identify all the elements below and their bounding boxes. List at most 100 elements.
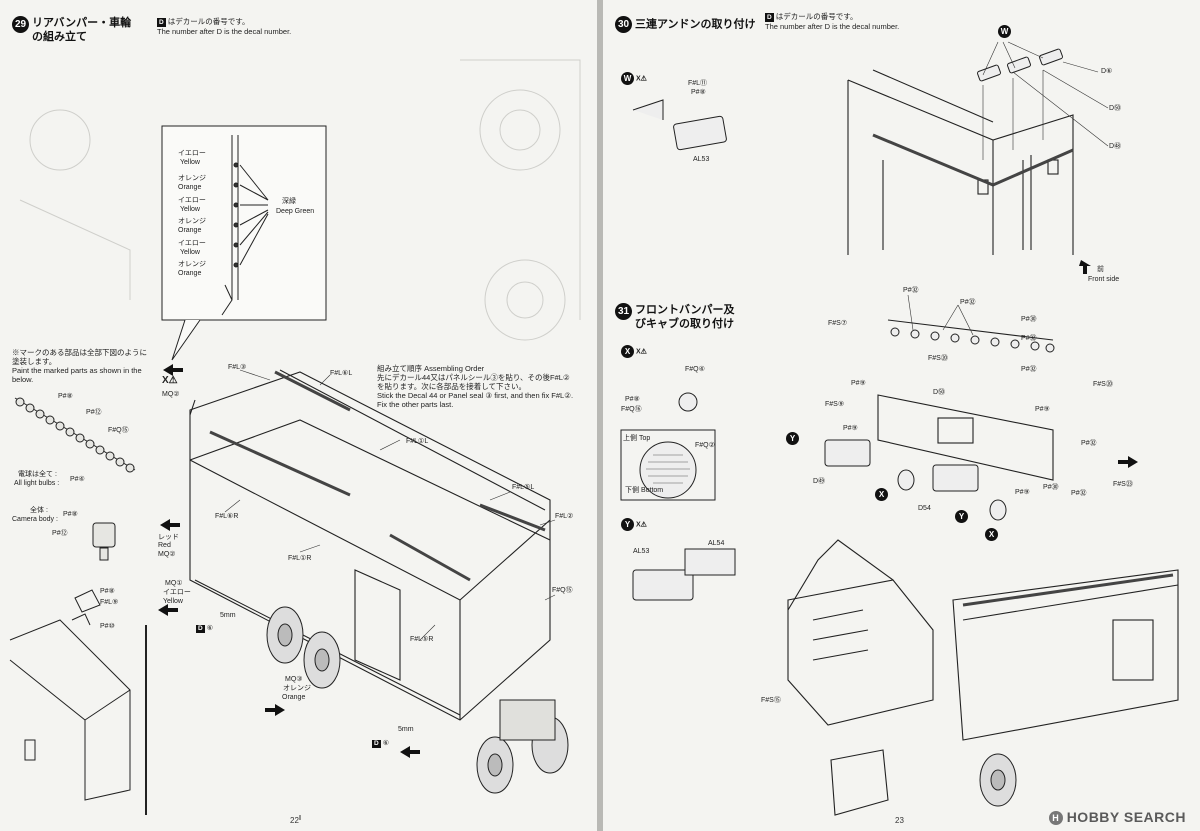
assembly-order: 組み立て順序 Assembling Order 先にデカール44又はパネルシール… bbox=[377, 364, 577, 409]
decal-badge-icon: D bbox=[157, 18, 166, 27]
x-label-bottom: 下側 Bottom bbox=[625, 487, 663, 495]
color-yellow-3-jp: イエロー bbox=[178, 240, 206, 247]
y-marker-icon: Y bbox=[955, 510, 968, 523]
x-a-label: X⚠ bbox=[162, 375, 178, 386]
s31-label-d54: D54 bbox=[918, 505, 931, 512]
logo-icon: H bbox=[1048, 811, 1063, 825]
s31-label-p9d: P#⑨ bbox=[1015, 489, 1030, 496]
color-green-en: Deep Green bbox=[276, 208, 315, 215]
s31-label-d53: D㊾ bbox=[813, 478, 826, 485]
light-label-p12: P#⑫ bbox=[86, 409, 102, 416]
s31-label-p32d: P#㉜ bbox=[1021, 366, 1037, 373]
color-orange-3-en: Orange bbox=[178, 270, 202, 277]
label-fl3: F#L③ bbox=[228, 364, 247, 371]
w-label-p8: P#⑧ bbox=[691, 89, 706, 96]
color-orange-1-jp: オレンジ bbox=[178, 175, 206, 182]
decal-badge-icon: D bbox=[196, 625, 205, 633]
page-number-left: 22 bbox=[290, 816, 299, 825]
w-marker-icon: W bbox=[621, 72, 634, 85]
x-label-fq4: F#Q④ bbox=[685, 366, 705, 373]
left-line-drawings bbox=[9, 59, 581, 820]
bulbs-label-p4: P#④ bbox=[70, 476, 85, 483]
s31-label-p32a: P#㉜ bbox=[903, 287, 919, 294]
label-mq3: MQ③ bbox=[285, 676, 303, 683]
step30-label-d-a: D⑥ bbox=[1101, 68, 1113, 75]
step-29-number: 29 bbox=[12, 16, 29, 33]
y-label-al53: AL53 bbox=[633, 548, 650, 555]
x-label-top-jp: 上側 bbox=[623, 435, 637, 442]
color-orange-1-en: Orange bbox=[178, 184, 202, 191]
color-yellow-1-jp: イエロー bbox=[178, 150, 206, 157]
label-yel-jp: イエロー bbox=[163, 589, 191, 596]
s31-label-fs20b: F#S⑳ bbox=[1093, 381, 1113, 388]
color-orange-3-jp: オレンジ bbox=[178, 261, 206, 268]
x-label-top-en: Top bbox=[638, 435, 651, 442]
logo-text: HOBBY SEARCH bbox=[1066, 808, 1186, 825]
page-number-right: 23 bbox=[895, 816, 904, 825]
s31-label-p9c: P#⑨ bbox=[1035, 406, 1050, 413]
s31-label-fs15: F#S⑮ bbox=[761, 697, 781, 704]
light-label-fq15: F#Q⑮ bbox=[108, 427, 129, 434]
x-label-bottom-en: Bottom bbox=[640, 487, 664, 494]
camera-label-p8b: P#⑧ bbox=[100, 588, 115, 595]
w-label-fl11: F#L⑪ bbox=[688, 80, 708, 87]
step-30-title-text: 三連アンドンの取り付け bbox=[635, 18, 756, 31]
label-5mm-b: 5mm bbox=[398, 726, 414, 733]
x-label-fq: F#Q⑯ bbox=[621, 406, 642, 413]
step-29-title-text: リアバンパー・車輪の組み立て bbox=[32, 17, 132, 43]
label-5mm-a: 5mm bbox=[220, 612, 236, 619]
paint-note-jp: ※マークのある部品は全部下図のように塗装します。 bbox=[12, 348, 147, 366]
color-orange-2-en: Orange bbox=[178, 227, 202, 234]
assembly-order-jp: 先にデカール44又はパネルシール③を貼り、その後F#L②を貼ります。次に各部品を… bbox=[377, 373, 570, 391]
color-green-jp: 深緑 bbox=[282, 198, 296, 205]
light-label-p8: P#⑧ bbox=[58, 393, 73, 400]
label-yel-en: Yellow bbox=[163, 598, 183, 605]
x-marker-icon: X bbox=[621, 345, 634, 358]
label-fl6r: F#L⑥R bbox=[215, 513, 239, 520]
assembly-order-en: Stick the Decal 44 or Panel seal ③ first… bbox=[377, 391, 574, 409]
label-fl6l: F#L⑥L bbox=[330, 370, 353, 377]
label-mq2: MQ② bbox=[162, 391, 180, 398]
decal-note-en: The number after D is the decal number. bbox=[157, 27, 292, 36]
s31-label-p30b: P#㉚ bbox=[1043, 484, 1059, 491]
label-fl5l: F#L⑤L bbox=[512, 484, 535, 491]
bulbs-label-en: All light bulbs : bbox=[14, 480, 60, 487]
camera-label-p8: P#⑧ bbox=[63, 511, 78, 518]
right-line-drawings bbox=[620, 41, 1179, 816]
s31-label-p32c: P#㉜ bbox=[1021, 335, 1037, 342]
label-fl2: F#L② bbox=[555, 513, 574, 520]
label-mq1: MQ① bbox=[165, 580, 183, 587]
w-marker-icon: W bbox=[998, 25, 1011, 38]
label-fq15: F#Q⑮ bbox=[552, 587, 573, 594]
camera-label-en: Camera body : bbox=[12, 516, 58, 523]
y-marker-icon: Y bbox=[786, 432, 799, 445]
w-label-al53: AL53 bbox=[693, 156, 710, 163]
x-label-top: 上側 Top bbox=[623, 435, 650, 443]
y-label-al54: AL54 bbox=[708, 540, 725, 547]
label-org-jp: オレンジ bbox=[283, 685, 311, 692]
s31-label-p30: P#㉚ bbox=[1021, 316, 1037, 323]
step-31-title-text: フロントバンパー及びキャブの取り付け bbox=[635, 304, 735, 330]
label-fl5r: F#L⑤R bbox=[410, 636, 434, 643]
label-org-en: Orange bbox=[282, 694, 306, 701]
s31-label-fs23: F#S㉓ bbox=[1113, 481, 1133, 488]
step30-w-marker: W bbox=[998, 25, 1011, 38]
label-red-jp: レッド bbox=[158, 534, 179, 541]
label-mq2b: MQ② bbox=[158, 551, 176, 558]
camera-label-p10: P#⑩ bbox=[100, 623, 115, 630]
y-marker-2: Y bbox=[955, 510, 968, 523]
label-fl1l: F#L①L bbox=[406, 438, 429, 445]
x-label-fq2: F#Q② bbox=[695, 442, 715, 449]
step30-label-d-b: D㊿ bbox=[1109, 105, 1122, 112]
decal-note-right-jp: はデカールの番号です。 bbox=[775, 12, 858, 21]
book-gutter bbox=[597, 0, 603, 831]
